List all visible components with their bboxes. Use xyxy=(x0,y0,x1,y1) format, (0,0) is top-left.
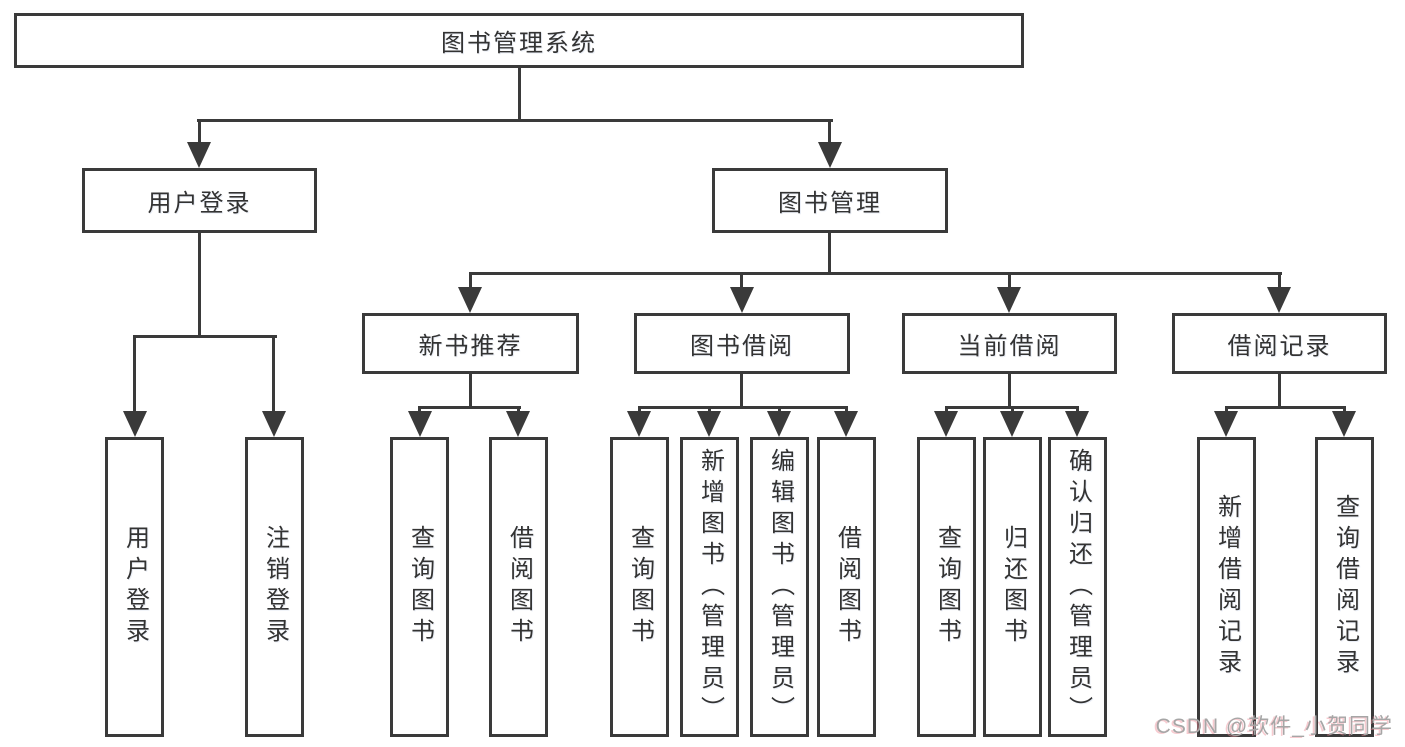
arrow-down-icon xyxy=(1267,287,1291,313)
connector-sec1-stub xyxy=(740,374,743,408)
node-user-login: 用户登录 xyxy=(82,168,317,233)
leaf-label: 归还图书 xyxy=(999,525,1027,649)
connector-level1-rail xyxy=(197,119,833,122)
node-label: 图书管理系统 xyxy=(441,30,597,57)
leaf-label: 查询借阅记录 xyxy=(1331,494,1359,680)
leaf-query-books: 查询图书 xyxy=(610,437,669,737)
connector-sec1-rail xyxy=(638,406,848,409)
connector-stem xyxy=(272,335,275,415)
node-label: 图书管理 xyxy=(778,190,882,217)
leaf-label: 编辑图书（管理员） xyxy=(766,447,794,727)
arrow-down-icon xyxy=(730,287,754,313)
connector-bookmgmt-stub xyxy=(828,233,831,275)
node-new-book-recommend: 新书推荐 xyxy=(362,313,579,374)
arrow-down-icon xyxy=(408,411,432,437)
leaf-label: 新增图书（管理员） xyxy=(696,447,724,727)
leaf-label: 查询图书 xyxy=(626,525,654,649)
connector-sec3-stub xyxy=(1278,374,1281,408)
arrow-down-icon xyxy=(262,411,286,437)
leaf-add-books-admin: 新增图书（管理员） xyxy=(680,437,739,737)
connector-stem xyxy=(469,272,472,292)
leaf-edit-books-admin: 编辑图书（管理员） xyxy=(750,437,809,737)
arrow-down-icon xyxy=(187,142,211,168)
leaf-label: 注销登录 xyxy=(261,525,289,649)
leaf-label: 查询图书 xyxy=(406,525,434,649)
node-label: 借阅记录 xyxy=(1227,333,1332,360)
leaf-label: 确认归还（管理员） xyxy=(1064,447,1092,727)
connector-sec2-stub xyxy=(1008,374,1011,408)
node-label: 当前借阅 xyxy=(957,333,1062,360)
connector-sec0-rail xyxy=(418,406,521,409)
node-book-management: 图书管理 xyxy=(712,168,948,233)
node-borrow-records: 借阅记录 xyxy=(1172,313,1387,374)
connector-user-stub xyxy=(198,233,201,338)
connector-stem xyxy=(828,119,831,145)
connector-user-rail xyxy=(133,335,277,338)
arrow-down-icon xyxy=(934,411,958,437)
arrow-down-icon xyxy=(458,287,482,313)
arrow-down-icon xyxy=(834,411,858,437)
arrow-down-icon xyxy=(697,411,721,437)
leaf-query-books: 查询图书 xyxy=(390,437,449,737)
leaf-label: 用户登录 xyxy=(121,525,149,649)
arrow-down-icon xyxy=(506,411,530,437)
leaf-confirm-return-admin: 确认归还（管理员） xyxy=(1048,437,1107,737)
leaf-query-books: 查询图书 xyxy=(917,437,976,737)
connector-stem xyxy=(198,119,201,145)
arrow-down-icon xyxy=(1332,411,1356,437)
arrow-down-icon xyxy=(1214,411,1238,437)
leaf-label: 借阅图书 xyxy=(505,525,533,649)
connector-sec0-stub xyxy=(469,374,472,408)
leaf-logout: 注销登录 xyxy=(245,437,304,737)
connector-stem xyxy=(133,335,136,415)
arrow-down-icon xyxy=(767,411,791,437)
connector-stem xyxy=(1278,272,1281,292)
leaf-label: 查询图书 xyxy=(933,525,961,649)
arrow-down-icon xyxy=(627,411,651,437)
leaf-user-login: 用户登录 xyxy=(105,437,164,737)
leaf-label: 借阅图书 xyxy=(833,525,861,649)
leaf-add-borrow-record: 新增借阅记录 xyxy=(1197,437,1256,737)
leaf-borrow-books: 借阅图书 xyxy=(817,437,876,737)
connector-root-stub xyxy=(518,68,521,122)
leaf-borrow-books: 借阅图书 xyxy=(489,437,548,737)
leaf-return-books: 归还图书 xyxy=(983,437,1042,737)
node-label: 用户登录 xyxy=(147,190,252,217)
node-current-borrow: 当前借阅 xyxy=(902,313,1117,374)
node-label: 图书借阅 xyxy=(690,333,794,360)
node-book-borrow: 图书借阅 xyxy=(634,313,850,374)
connector-sec3-rail xyxy=(1225,406,1346,409)
node-root: 图书管理系统 xyxy=(14,13,1024,68)
arrow-down-icon xyxy=(1065,411,1089,437)
arrow-down-icon xyxy=(1000,411,1024,437)
leaf-label: 新增借阅记录 xyxy=(1213,494,1241,680)
arrow-down-icon xyxy=(818,142,842,168)
arrow-down-icon xyxy=(123,411,147,437)
connector-stem xyxy=(740,272,743,292)
arrow-down-icon xyxy=(997,287,1021,313)
node-label: 新书推荐 xyxy=(418,333,523,360)
leaf-query-borrow-record: 查询借阅记录 xyxy=(1315,437,1374,737)
csdn-watermark: CSDN @软件_小贺同学 xyxy=(1155,715,1393,738)
connector-level3-rail xyxy=(469,272,1282,275)
connector-stem xyxy=(1008,272,1011,292)
